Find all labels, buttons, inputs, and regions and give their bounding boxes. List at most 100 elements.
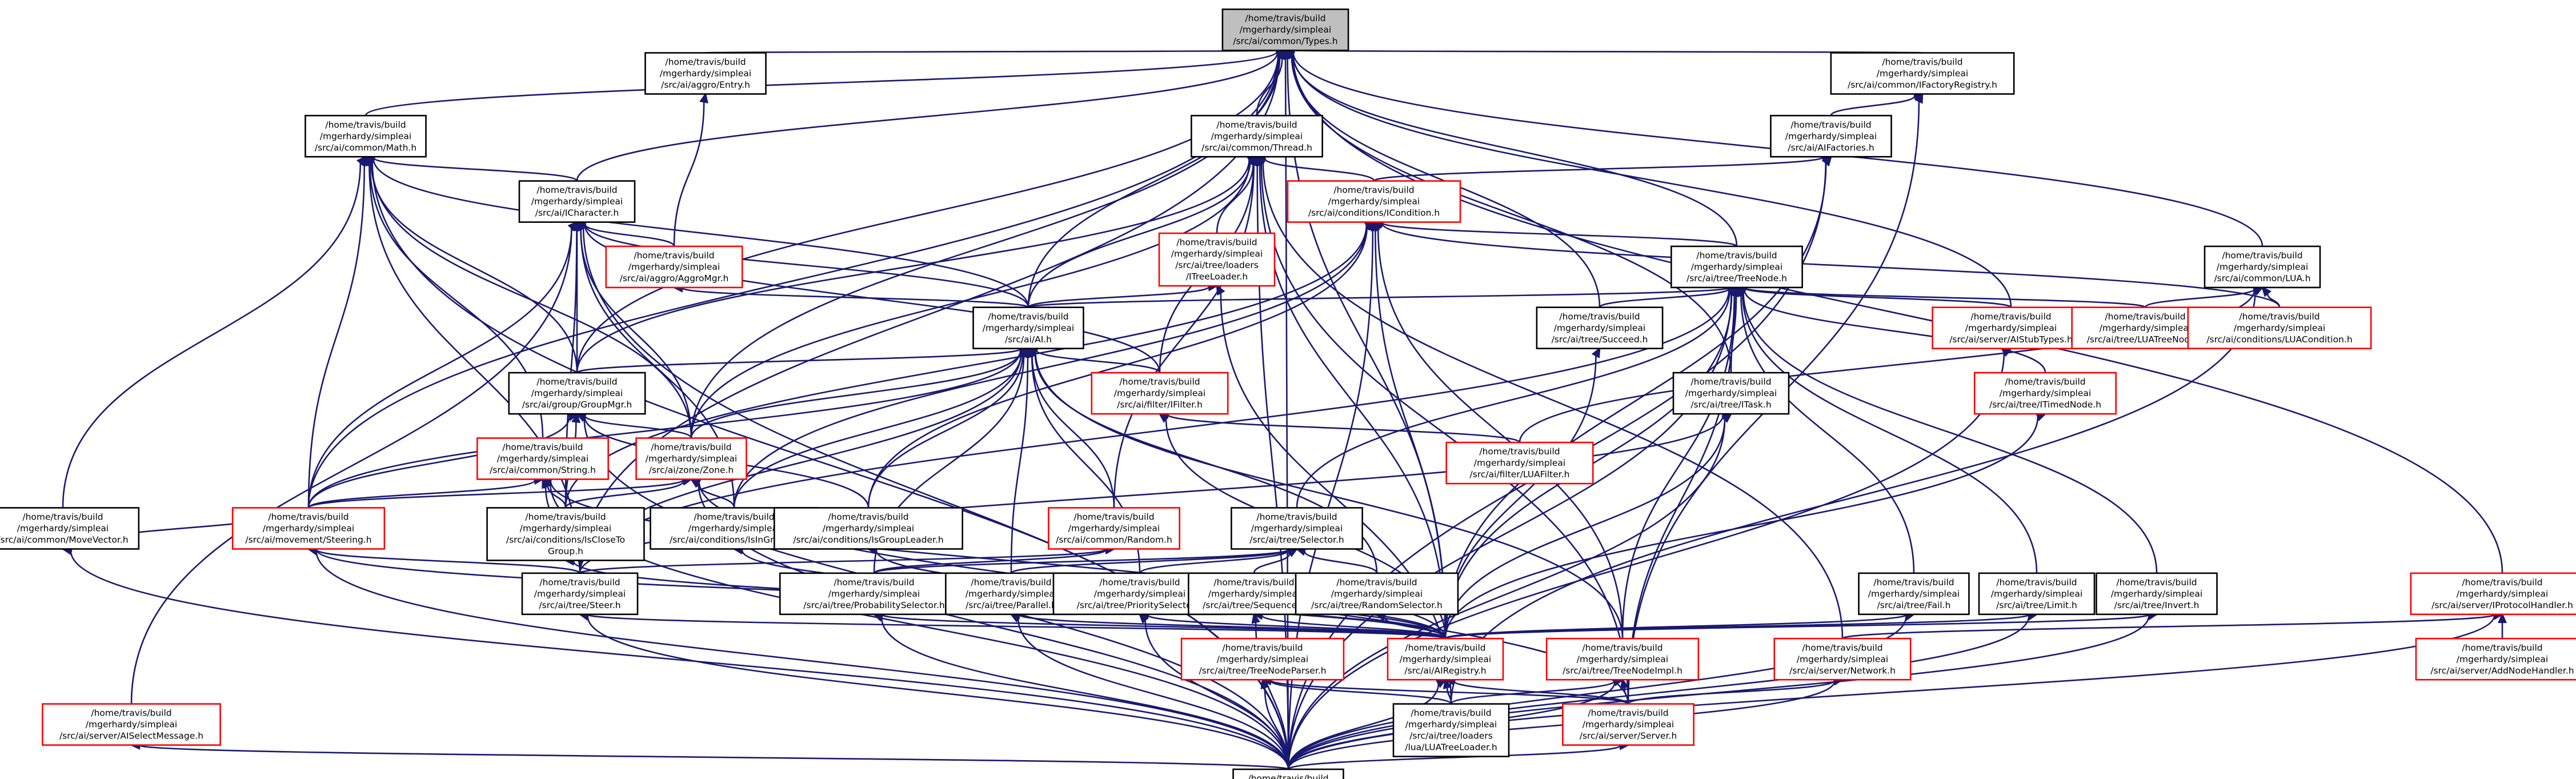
- graph-edge: [1841, 614, 2495, 640]
- graph-edge: [1287, 745, 1621, 770]
- graph-edge: [576, 348, 1021, 374]
- graph-node-zone[interactable]: /home/travis/build/mgerhardy/simpleai/sr…: [635, 437, 747, 480]
- graph-node-aggroentry[interactable]: /home/travis/build/mgerhardy/simpleai/sr…: [644, 52, 767, 95]
- graph-node-isgroupleader[interactable]: /home/travis/build/mgerhardy/simpleai/sr…: [774, 507, 964, 550]
- graph-node-thread[interactable]: /home/travis/build/mgerhardy/simpleai/sr…: [1191, 114, 1323, 158]
- graph-node-limit[interactable]: /home/travis/build/mgerhardy/simpleai/sr…: [1978, 572, 2096, 616]
- node-box: [1562, 703, 1694, 746]
- node-box: [1830, 52, 2015, 95]
- graph-node-treenode[interactable]: /home/travis/build/mgerhardy/simpleai/sr…: [1670, 245, 1803, 289]
- node-label-line: /src/ai/tree/Invert.h: [2114, 600, 2200, 610]
- graph-node-aggromgr[interactable]: /home/travis/build/mgerhardy/simpleai/sr…: [605, 245, 743, 289]
- node-label-line: /mgerhardy/simpleai: [1691, 262, 1782, 272]
- graph-node-airegistry[interactable]: /home/travis/build/mgerhardy/simpleai/sr…: [1387, 637, 1504, 681]
- graph-edge: [1830, 95, 1916, 116]
- graph-node-simpleai[interactable]: /home/travis/build/mgerhardy/simpleai/sr…: [1232, 768, 1344, 779]
- graph-edge: [1027, 287, 1730, 308]
- graph-edge: [315, 549, 581, 574]
- graph-edge: [733, 352, 1022, 508]
- edge-arrowhead: [1721, 413, 1733, 423]
- node-label-line: /src/ai/common/LUA.h: [2214, 273, 2310, 283]
- node-box: [1773, 637, 1912, 681]
- graph-edge: [1292, 53, 2012, 307]
- graph-node-groupmgr[interactable]: /home/travis/build/mgerhardy/simpleai/sr…: [508, 371, 646, 415]
- graph-edge: [1744, 287, 2146, 308]
- graph-node-steering[interactable]: /home/travis/build/mgerhardy/simpleai/sr…: [231, 507, 386, 550]
- graph-node-types[interactable]: /home/travis/build/mgerhardy/simpleai/sr…: [1221, 8, 1349, 51]
- graph-edge: [704, 49, 1279, 54]
- node-label-line: /home/travis/build: [1588, 708, 1668, 718]
- graph-node-lua[interactable]: /home/travis/build/mgerhardy/simpleai/sr…: [2204, 245, 2321, 289]
- graph-edge: [1113, 164, 1255, 508]
- graph-node-aistubtypes[interactable]: /home/travis/build/mgerhardy/simpleai/sr…: [1932, 306, 2090, 350]
- node-box: [1191, 114, 1323, 158]
- graph-node-probselector[interactable]: /home/travis/build/mgerhardy/simpleai/sr…: [779, 572, 969, 616]
- node-label-line: /mgerhardy/simpleai: [1217, 654, 1308, 664]
- graph-edge: [372, 157, 578, 182]
- graph-node-itreeloader[interactable]: /home/travis/build/mgerhardy/simpleai/sr…: [1158, 232, 1276, 287]
- node-label-line: /home/travis/build: [651, 442, 731, 453]
- graph-node-movevector[interactable]: /home/travis/build/mgerhardy/simpleai/sr…: [0, 507, 140, 550]
- graph-edge: [1744, 289, 2046, 373]
- graph-node-icharacter[interactable]: /home/travis/build/mgerhardy/simpleai/sr…: [518, 180, 636, 223]
- graph-node-random[interactable]: /home/travis/build/mgerhardy/simpleai/sr…: [1048, 507, 1180, 550]
- node-label-line: /home/travis/build: [1256, 512, 1337, 522]
- graph-node-treenodeimpl[interactable]: /home/travis/build/mgerhardy/simpleai/sr…: [1545, 637, 1700, 681]
- graph-edge: [1269, 679, 1629, 705]
- node-label-line: /src/ai/tree/Limit.h: [1996, 600, 2077, 610]
- node-label-line: /home/travis/build: [536, 185, 617, 195]
- node-label-line: /mgerhardy/simpleai: [2457, 654, 2548, 664]
- graph-node-itask[interactable]: /home/travis/build/mgerhardy/simpleai/sr…: [1672, 371, 1790, 415]
- graph-node-isclosetogroup[interactable]: /home/travis/build/mgerhardy/simpleai/sr…: [486, 507, 645, 561]
- graph-node-math[interactable]: /home/travis/build/mgerhardy/simpleai/sr…: [305, 114, 427, 158]
- graph-node-steer[interactable]: /home/travis/build/mgerhardy/simpleai/sr…: [521, 572, 639, 616]
- graph-node-ifilter[interactable]: /home/travis/build/mgerhardy/simpleai/sr…: [1091, 371, 1229, 415]
- graph-node-luacondition[interactable]: /home/travis/build/mgerhardy/simpleai/sr…: [2187, 306, 2372, 350]
- graph-node-iprotocolhandler[interactable]: /home/travis/build/mgerhardy/simpleai/sr…: [2410, 572, 2576, 616]
- node-label-line: /mgerhardy/simpleai: [497, 454, 588, 464]
- graph-edge: [307, 227, 572, 508]
- graph-node-aifactories[interactable]: /home/travis/build/mgerhardy/simpleai/sr…: [1770, 114, 1892, 158]
- graph-node-selector[interactable]: /home/travis/build/mgerhardy/simpleai/sr…: [1231, 507, 1363, 550]
- graph-node-itreenodeparser[interactable]: /home/travis/build/mgerhardy/simpleai/sr…: [1180, 637, 1345, 681]
- node-label-line: /mgerhardy/simpleai: [1583, 720, 1674, 730]
- edge-arrowhead: [1735, 286, 1747, 297]
- node-label-line: /mgerhardy/simpleai: [1331, 589, 1423, 599]
- graph-edge: [564, 225, 1368, 508]
- graph-edge: [1381, 222, 1738, 247]
- edge-arrowhead: [567, 221, 579, 232]
- node-label-line: /home/travis/build: [2462, 642, 2542, 653]
- graph-node-aiselectmessage[interactable]: /home/travis/build/mgerhardy/simpleai/sr…: [42, 703, 221, 746]
- graph-node-network[interactable]: /home/travis/build/mgerhardy/simpleai/sr…: [1773, 637, 1912, 681]
- graph-node-luatreeloader[interactable]: /home/travis/build/mgerhardy/simpleai/sr…: [1392, 703, 1510, 757]
- graph-edge: [1292, 53, 1738, 247]
- node-label-line: /home/travis/build: [634, 250, 714, 261]
- graph-node-randomselector[interactable]: /home/travis/build/mgerhardy/simpleai/sr…: [1295, 572, 1459, 616]
- graph-node-itimednode[interactable]: /home/travis/build/mgerhardy/simpleai/sr…: [1973, 371, 2117, 415]
- graph-edge: [880, 617, 1289, 770]
- graph-node-aih[interactable]: /home/travis/build/mgerhardy/simpleai/sr…: [972, 306, 1084, 350]
- graph-node-addnodehandler[interactable]: /home/travis/build/mgerhardy/simpleai/sr…: [2415, 637, 2576, 681]
- graph-node-invert[interactable]: /home/travis/build/mgerhardy/simpleai/sr…: [2096, 572, 2218, 616]
- graph-edge: [867, 226, 1368, 508]
- node-label-line: /home/travis/build: [325, 119, 406, 130]
- graph-node-luafilter[interactable]: /home/travis/build/mgerhardy/simpleai/sr…: [1445, 441, 1594, 485]
- node-label-line: /src/ai/tree/Parallel.h: [966, 600, 1057, 610]
- node-label-line: /home/travis/build: [2116, 577, 2197, 588]
- graph-node-icondition[interactable]: /home/travis/build/mgerhardy/simpleai/sr…: [1287, 180, 1461, 223]
- graph-node-succeed[interactable]: /home/travis/build/mgerhardy/simpleai/sr…: [1536, 306, 1664, 350]
- graph-node-fail[interactable]: /home/travis/build/mgerhardy/simpleai/sr…: [1858, 572, 1970, 616]
- node-label-line: /src/ai/conditions/IsInGroup.h: [670, 535, 799, 545]
- graph-edge: [2144, 288, 2255, 309]
- graph-node-ifactoryregistry[interactable]: /home/travis/build/mgerhardy/simpleai/sr…: [1830, 52, 2015, 95]
- graph-edge: [1627, 680, 1836, 705]
- node-label-line: /home/travis/build: [834, 577, 914, 588]
- node-box: [42, 703, 221, 746]
- edge-arrowhead: [575, 221, 587, 231]
- node-label-line: /home/travis/build: [1690, 377, 1771, 387]
- graph-node-server[interactable]: /home/travis/build/mgerhardy/simpleai/sr…: [1562, 703, 1694, 746]
- graph-edge: [587, 616, 1289, 770]
- graph-node-string[interactable]: /home/travis/build/mgerhardy/simpleai/sr…: [476, 437, 609, 480]
- graph-edge: [307, 416, 571, 508]
- node-label-line: /mgerhardy/simpleai: [1577, 654, 1668, 664]
